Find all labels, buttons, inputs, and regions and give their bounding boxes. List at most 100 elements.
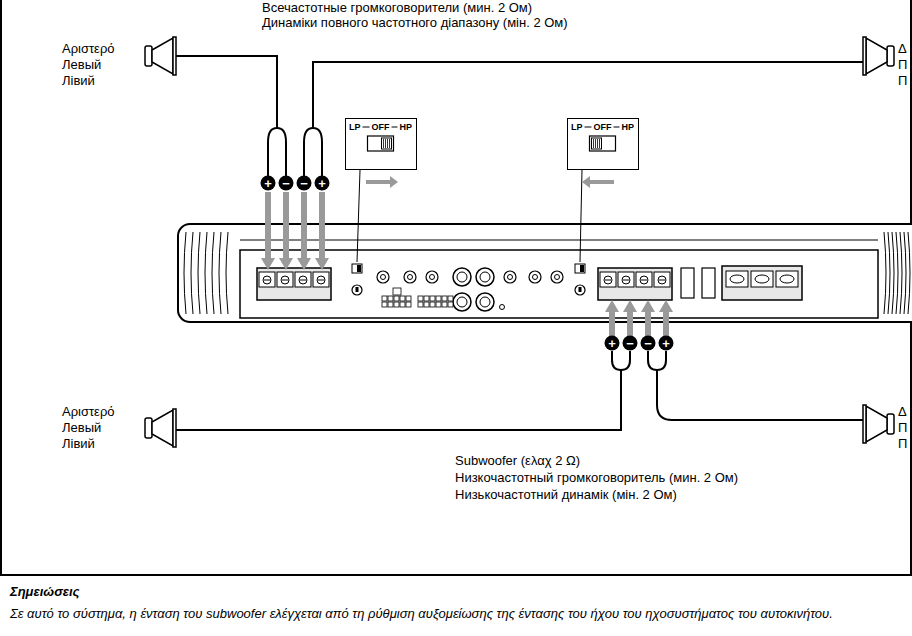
power-screw [730,275,744,283]
switch-knob [382,138,392,149]
heat-fin [184,232,186,314]
filter-switch [575,264,585,273]
frame-line [0,0,2,575]
screw-slot [300,280,306,281]
switch-body [590,136,616,151]
position-line [392,127,398,128]
rca-jack [476,268,494,286]
connector-pin [382,302,387,307]
polarity-sign: + [605,336,620,351]
heat-fin [205,232,207,314]
insert-arrowhead [315,258,329,270]
speaker-rim [863,405,866,443]
terminal-cell [600,272,616,287]
screw-slot [605,280,611,281]
heat-fin [884,232,886,314]
heat-fin [892,232,894,314]
speaker-wire [657,370,863,420]
connector-pin [394,296,399,301]
knob-grip [599,139,600,148]
note-text: Σημειώσεις [10,584,80,600]
heat-fin [226,232,228,314]
speaker-label: П [898,436,907,452]
switch-callout: LPOFFHP [567,118,639,170]
speaker-label: Δ [898,404,907,420]
filter-switch [352,264,362,273]
adjust-knob [352,285,362,295]
speaker-symbol [863,37,894,75]
screw-slot [264,280,270,281]
insert-arrowhead [623,300,637,312]
insert-arrow [319,192,325,258]
speaker-symbol [145,37,176,75]
heat-fin [888,232,890,314]
rca-jack-inner [457,297,467,307]
terminal-screw [281,276,289,284]
connector-pin [382,296,387,301]
rca-jack [476,293,494,311]
speaker-symbol [145,409,176,447]
terminal-cell [259,272,275,287]
switch-position-label: LP [349,122,361,132]
switch-position-label: OFF [594,122,612,132]
connector-pin [442,296,447,301]
speaker-rim [173,409,176,447]
connector-pin [448,296,453,301]
speaker-label: Лівий [62,436,95,452]
knob-grip [387,139,388,148]
speaker-label: Левый [62,57,101,73]
insert-arrow [663,312,669,336]
heat-fin [191,232,193,314]
frame-line [0,574,912,576]
connector-pin [400,302,405,307]
heat-fin [904,232,906,314]
terminal-screw [622,276,630,284]
adjust-knob [551,271,563,283]
speaker-magnet [887,46,894,66]
rca-jack-inner [457,272,467,282]
insert-arrowhead [605,300,619,312]
terminal-screw [640,276,648,284]
speaker-label: Левый [62,420,101,436]
connector-pin [436,296,441,301]
knob-grip [593,139,594,148]
power-terminal-cell [776,271,798,287]
speaker-symbol [863,405,894,443]
power-terminal-cell [726,271,748,287]
indicator-led [500,305,505,310]
rca-jack [453,268,471,286]
speaker-label: Низкочастотный громкоговоритель (мин. 2 … [455,470,738,486]
connector-latch [393,288,401,295]
speaker-rim [173,37,176,75]
connector-pin [430,302,435,307]
terminal-screw [604,276,612,284]
connector-pin [388,296,393,301]
heat-fin [219,232,221,314]
insert-arrow [645,312,651,336]
switch-position-label: LP [571,122,583,132]
knob-grip [385,139,386,148]
connector-pin [406,296,411,301]
knob-slot [356,287,359,292]
heat-fin [212,232,214,314]
terminal-cell [313,272,329,287]
switch-slider [580,265,584,272]
speaker-wire [612,351,630,370]
direction-arrow [582,176,614,188]
connector-pin [400,296,405,301]
polarity-mark [315,176,330,191]
terminal-cell [277,272,293,287]
note-text: Σε αυτό το σύστημα, η ένταση του subwoof… [10,604,890,623]
heat-fin [198,232,200,314]
knob-center [430,275,435,280]
terminal-screw [263,276,271,284]
speaker-magnet [887,414,894,434]
adjust-knob [404,271,416,283]
connector-pin [424,302,429,307]
screw-slot [623,280,629,281]
heat-fin [900,232,902,314]
polarity-mark [261,176,276,191]
speaker-cone [866,38,887,74]
adjust-knob [377,271,389,283]
